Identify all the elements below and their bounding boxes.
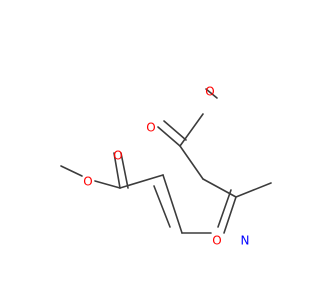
- ring-oxygen-label: O: [212, 234, 221, 248]
- molecule-structure: O N O O O O: [60, 85, 272, 248]
- left-ester-carbonyl-bond: [113, 152, 121, 189]
- left-ester-carbonyl-oxygen-label: O: [113, 149, 122, 163]
- molecule-canvas: O N O O O O: [60, 85, 272, 248]
- top-ester-ether-oxygen-label: O: [205, 85, 214, 99]
- ring-bond-n2-c3: [223, 196, 237, 234]
- ring-bond-c3-c4: [202, 178, 237, 198]
- methyl-bond: [235, 182, 272, 198]
- ring-double-bond-inner-c3-n2: [217, 189, 232, 228]
- ring-bond-c5-c4: [162, 174, 183, 234]
- top-ester-ether-bond: [179, 113, 204, 147]
- top-ester-bond-c4-c: [179, 145, 204, 180]
- left-ester-ether-bond: [94, 180, 121, 189]
- top-ester-methyl-bond: [205, 88, 218, 99]
- top-ester-carbonyl-oxygen-label: O: [146, 121, 155, 135]
- left-ester-carbonyl-double: [120, 152, 129, 189]
- ring-nitrogen-label: N: [241, 234, 250, 248]
- left-ester-methyl-bond: [60, 165, 83, 177]
- ring-double-bond-inner-c4-c5: [153, 185, 171, 228]
- top-ester-carbonyl-double: [163, 120, 187, 141]
- left-ester-ether-oxygen-label: O: [83, 175, 92, 189]
- top-ester-carbonyl-bond: [157, 126, 181, 147]
